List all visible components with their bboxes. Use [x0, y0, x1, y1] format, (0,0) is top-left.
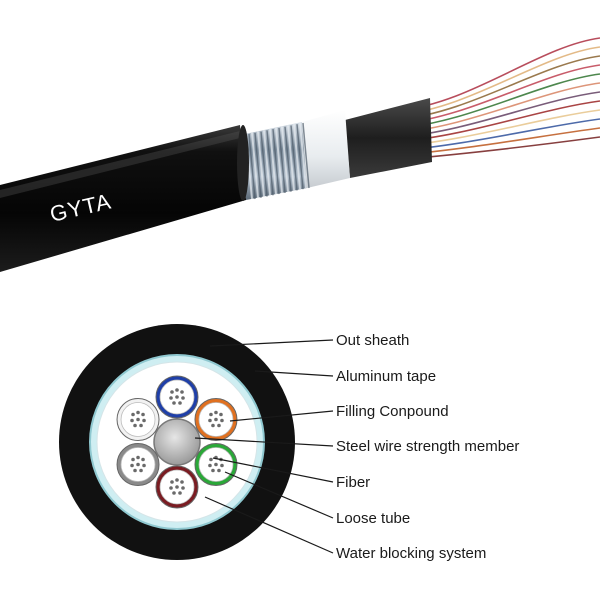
armor-rib [263, 130, 271, 196]
fiber-dot [131, 457, 135, 462]
leader-line [194, 437, 334, 447]
label-filling-compound: Filling Conpound [336, 403, 449, 420]
fiber-dot [172, 491, 176, 495]
fiber-dot [136, 410, 140, 415]
armor-rib-shadow [266, 130, 274, 196]
leader-lines [194, 339, 334, 554]
armor-rib [251, 132, 259, 198]
leader-line [254, 370, 334, 377]
fiber-dot [133, 423, 137, 428]
fiber-dot [136, 455, 140, 460]
fiber-dot [139, 468, 143, 473]
armor-rib-shadow [272, 129, 280, 195]
fiber-dot [130, 463, 134, 468]
label-fiber: Fiber [336, 474, 370, 491]
armor-rib-shadow [302, 122, 310, 189]
armor-rib [257, 131, 265, 197]
fiber-dot [220, 463, 224, 468]
armor-rib-shadow [254, 132, 262, 198]
leader-line [204, 496, 334, 554]
fiber-dot [175, 388, 179, 392]
fiber-dot [220, 418, 224, 423]
armor-rib [287, 125, 295, 191]
fiber-dot [175, 478, 179, 482]
fiber-dot [214, 410, 218, 415]
fiber-dot [141, 457, 145, 462]
fiber-dot [175, 395, 179, 399]
fiber-dot [211, 468, 215, 473]
fiber-dot [214, 417, 218, 422]
fiber-dot [169, 486, 173, 490]
label-aluminum-tape: Aluminum tape [336, 368, 436, 385]
label-out-sheath: Out sheath [336, 332, 409, 349]
fiber-dot [172, 401, 176, 405]
fiber-dot [142, 418, 146, 423]
fiber-dot [180, 390, 184, 394]
fiber-dot [170, 390, 174, 394]
fiber-dot [136, 462, 140, 467]
steel-wire-strength-member [153, 418, 201, 466]
fiber-dot [209, 457, 213, 462]
loose-tubes [116, 375, 238, 509]
leader-line [229, 410, 334, 422]
fiber-dot [175, 485, 179, 489]
armor-rib-shadow [296, 124, 304, 190]
armor-rib-shadow [260, 131, 268, 197]
fiber-dot [209, 412, 213, 417]
fiber-dot [169, 396, 173, 400]
fiber-dot [178, 401, 182, 405]
fiber-dot [131, 412, 135, 417]
label-water-blocking: Water blocking system [336, 545, 486, 562]
fiber-dot [141, 412, 145, 417]
inner-core [345, 98, 432, 178]
white-tape-wrap [302, 110, 350, 188]
leader-line [224, 471, 334, 519]
fiber-dot [142, 463, 146, 468]
label-loose-tube: Loose tube [336, 510, 410, 527]
fiber-dot [219, 412, 223, 417]
fiber-dot [170, 480, 174, 484]
fiber-dot [136, 417, 140, 422]
armor-rib [281, 126, 289, 192]
fiber-dot [139, 423, 143, 428]
fiber-dot [180, 480, 184, 484]
leader-line [209, 339, 334, 347]
fiber-dot [211, 423, 215, 428]
fiber-dot [133, 468, 137, 473]
cable-illustration: GYTA [0, 37, 600, 272]
armor-rib-shadow [248, 133, 256, 200]
armor-rib-shadow [290, 125, 298, 191]
fiber-dot [208, 463, 212, 468]
cable-cross-section: Out sheath Aluminum tape Filling Conpoun… [59, 324, 519, 562]
armor-rib-shadow [284, 126, 292, 192]
fiber-dot [214, 462, 218, 467]
leader-line [212, 457, 334, 483]
armor-rib [269, 129, 277, 195]
fiber-dot [208, 418, 212, 423]
sheath-highlight [0, 131, 240, 198]
armor-rib [299, 122, 307, 189]
outer-sheath [0, 125, 246, 272]
fiber-dot [181, 486, 185, 490]
fiber-dot [217, 423, 221, 428]
sheath-cut-edge [237, 125, 249, 201]
fiber-dot [130, 418, 134, 423]
armor-rib [275, 127, 283, 193]
fiber-dot [178, 491, 182, 495]
armor-rib [293, 124, 301, 190]
label-steel-wire: Steel wire strength member [336, 438, 519, 455]
armor-rib-shadow [278, 127, 286, 193]
fiber-dot [181, 396, 185, 400]
fiber-dot [217, 468, 221, 473]
